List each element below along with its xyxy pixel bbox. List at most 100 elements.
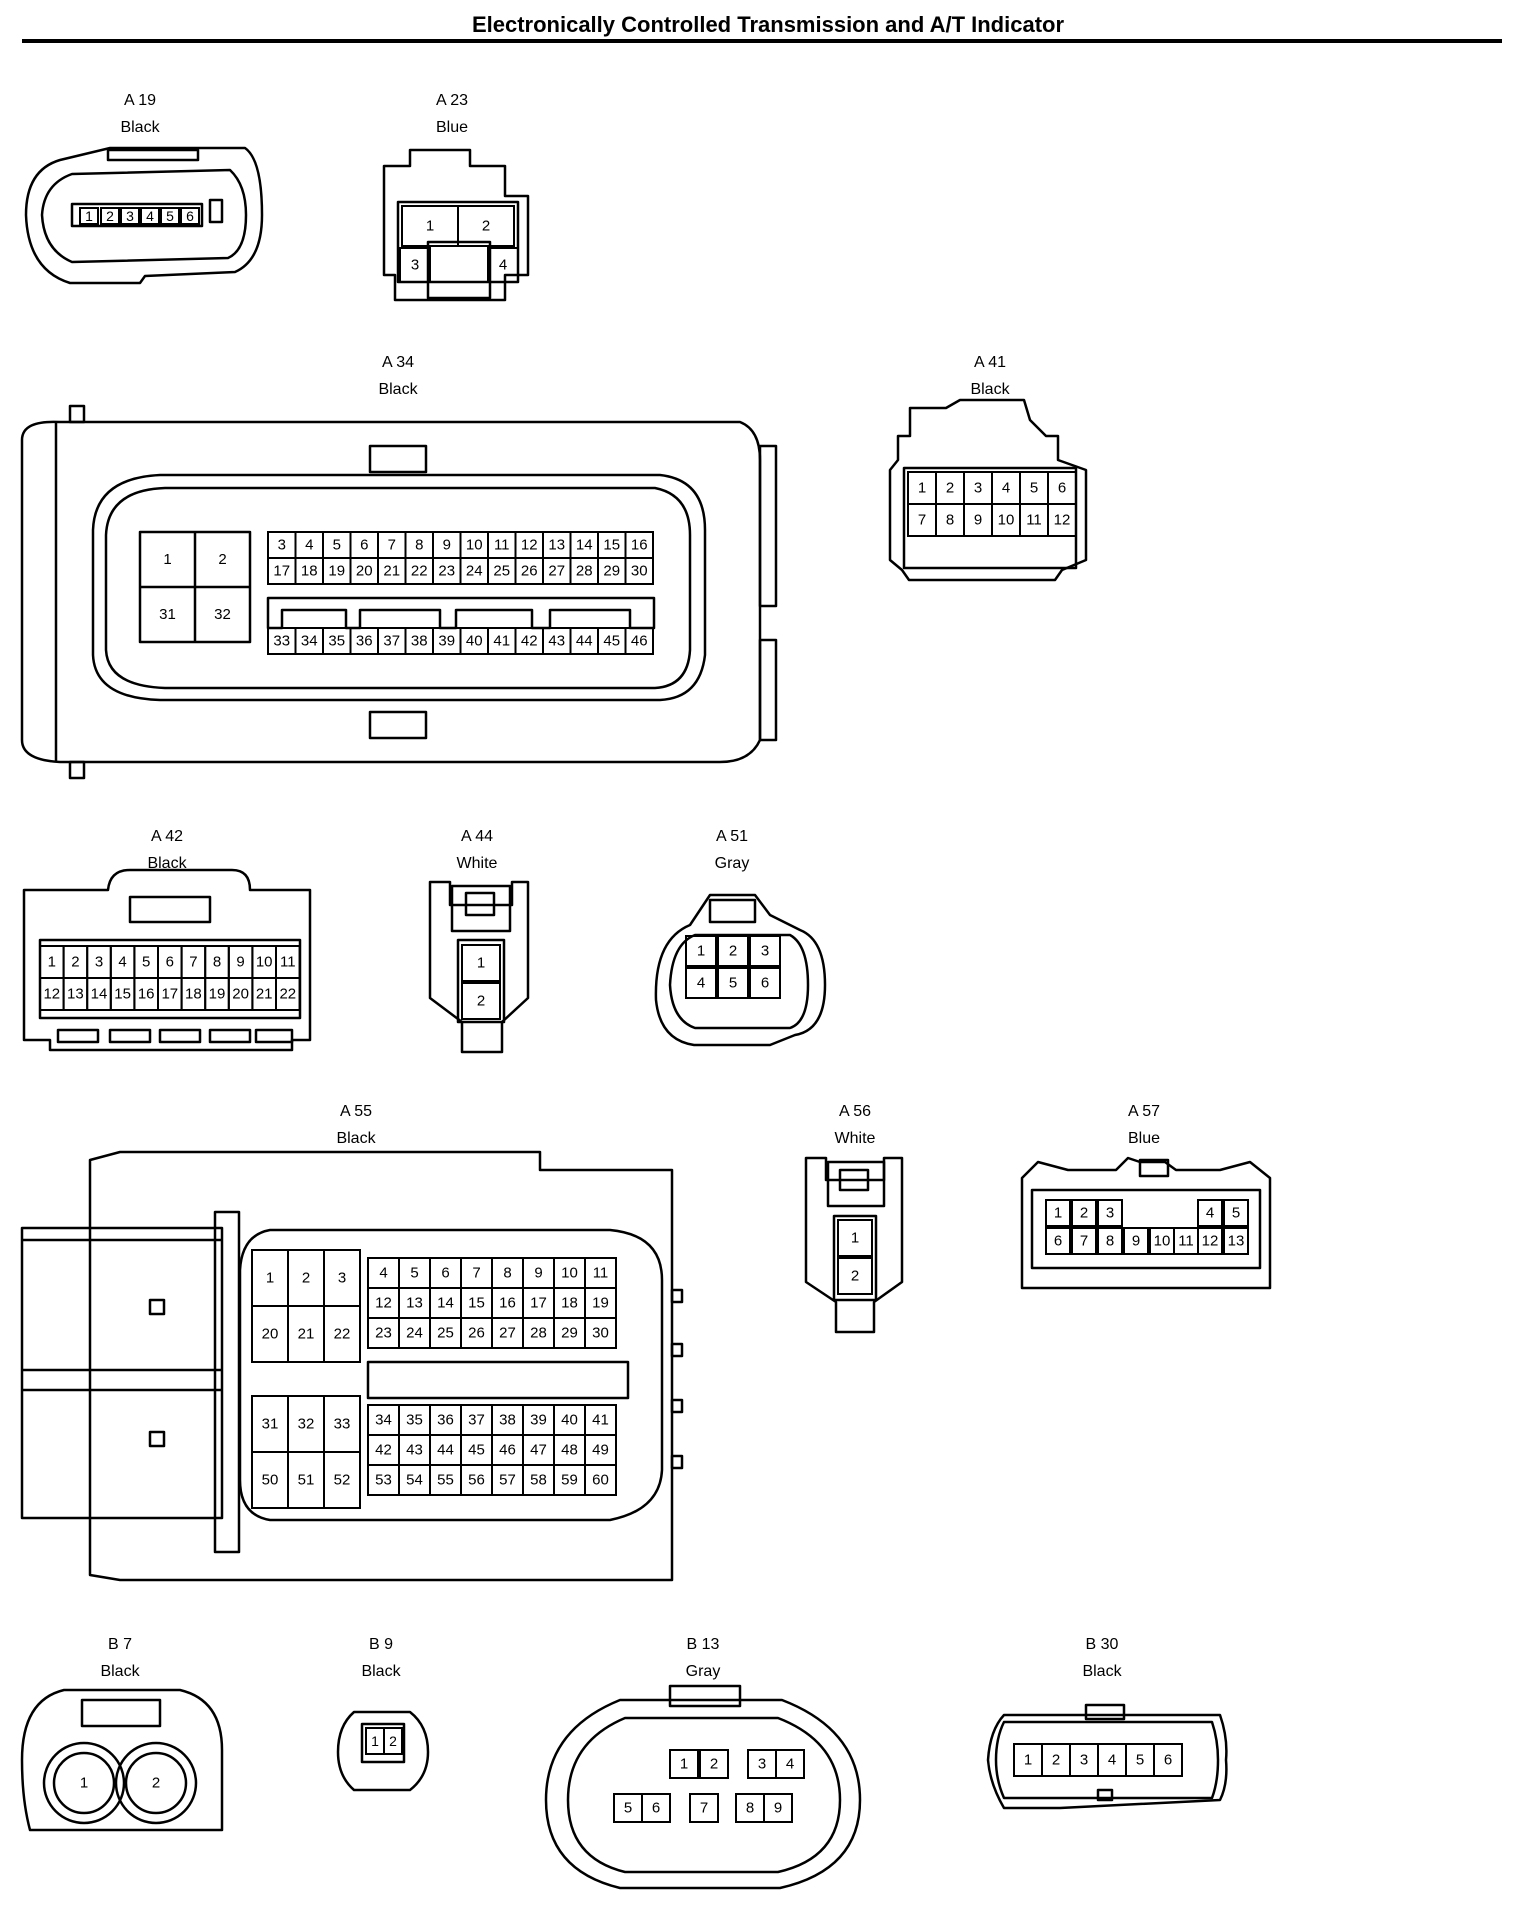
connector-a57-housing bbox=[1020, 1156, 1272, 1290]
pin-label-a34: 10 bbox=[466, 537, 483, 554]
pin-label-a51: 2 bbox=[729, 943, 737, 960]
pin-cell-a19 bbox=[160, 207, 180, 225]
pin-label-a42: 9 bbox=[236, 954, 244, 971]
pin-cell-b13 bbox=[641, 1793, 671, 1823]
pin-label-a55: 37 bbox=[468, 1412, 485, 1429]
pin-cell-a57 bbox=[1197, 1227, 1223, 1255]
pin-label-a57: 12 bbox=[1202, 1233, 1219, 1250]
pin-label-a55: 26 bbox=[468, 1325, 485, 1342]
pin-label-a55: 12 bbox=[375, 1295, 392, 1312]
pin-cell-a57 bbox=[1197, 1199, 1223, 1227]
pin-label-a55: 13 bbox=[406, 1295, 423, 1312]
pin-label-a55: 51 bbox=[298, 1472, 315, 1489]
pin-label-a23: 4 bbox=[499, 257, 507, 274]
pin-cell-a51 bbox=[685, 967, 717, 999]
pin-cell-a19 bbox=[180, 207, 200, 225]
pin-label-a51: 4 bbox=[697, 975, 705, 992]
pin-label-a19: 5 bbox=[166, 208, 174, 224]
connector-b9-housing bbox=[336, 1710, 430, 1792]
title-rule bbox=[22, 39, 1502, 43]
pin-label-a51: 6 bbox=[761, 975, 769, 992]
pin-label-a55: 55 bbox=[437, 1472, 454, 1489]
pin-label-a55: 17 bbox=[530, 1295, 547, 1312]
pin-cell-a57 bbox=[1223, 1227, 1249, 1255]
pin-label-a55: 32 bbox=[298, 1416, 315, 1433]
connector-a23-housing bbox=[382, 148, 530, 302]
pin-label-a51: 3 bbox=[761, 943, 769, 960]
pin-label-a41: 2 bbox=[946, 480, 954, 497]
pin-label-a34: 4 bbox=[305, 537, 313, 554]
pin-label-a34: 22 bbox=[411, 563, 428, 580]
pin-cell-b30 bbox=[1153, 1743, 1183, 1777]
pin-label-a34: 1 bbox=[163, 551, 171, 568]
pin-label-a34: 33 bbox=[273, 633, 290, 650]
pin-label-a55: 11 bbox=[593, 1265, 609, 1282]
pin-label-a19: 6 bbox=[186, 208, 194, 224]
pin-label-a55: 50 bbox=[262, 1472, 279, 1489]
pin-cell-b9 bbox=[383, 1727, 403, 1755]
pin-label-a34: 31 bbox=[159, 606, 176, 623]
connector-b30-housing bbox=[986, 1703, 1228, 1810]
pin-cell-a51 bbox=[717, 935, 749, 967]
pin-label-a34: 41 bbox=[493, 633, 510, 650]
pin-label-a55: 14 bbox=[437, 1295, 454, 1312]
pin-label-a42: 16 bbox=[138, 986, 155, 1003]
pin-label-a57: 13 bbox=[1228, 1233, 1245, 1250]
pin-label-a42: 10 bbox=[256, 954, 273, 971]
pin-label-a55: 39 bbox=[530, 1412, 547, 1429]
pin-label-a42: 3 bbox=[95, 954, 103, 971]
pin-label-a42: 6 bbox=[166, 954, 174, 971]
connector-id-a19: A 19 bbox=[123, 92, 157, 109]
pin-label-a55: 57 bbox=[499, 1472, 516, 1489]
pin-label-a55: 56 bbox=[468, 1472, 485, 1489]
connector-id-b9: B 9 bbox=[368, 1636, 393, 1653]
pin-cell-a44 bbox=[461, 944, 501, 982]
pin-label-a55: 40 bbox=[561, 1412, 578, 1429]
pin-label-a55: 34 bbox=[375, 1412, 392, 1429]
pin-label-a57: 8 bbox=[1106, 1233, 1114, 1250]
pin-label-a55: 60 bbox=[592, 1472, 609, 1489]
pin-label-a55: 43 bbox=[406, 1442, 423, 1459]
pin-label-a42: 18 bbox=[185, 986, 202, 1003]
pin-label-a42: 21 bbox=[256, 986, 273, 1003]
pin-label-a55: 38 bbox=[499, 1412, 516, 1429]
pin-label-b7: 2 bbox=[152, 1775, 160, 1792]
pin-cell-a41 bbox=[1047, 503, 1077, 537]
pin-label-a34: 2 bbox=[218, 551, 226, 568]
pin-cell-a51 bbox=[749, 967, 781, 999]
pin-cell-a51 bbox=[717, 967, 749, 999]
pin-label-a42: 13 bbox=[67, 986, 84, 1003]
pin-cell-a57 bbox=[1223, 1199, 1249, 1227]
pin-label-a34: 38 bbox=[411, 633, 428, 650]
pin-label-a42: 15 bbox=[114, 986, 131, 1003]
pin-label-a55: 35 bbox=[406, 1412, 423, 1429]
pin-label-a55: 44 bbox=[437, 1442, 454, 1459]
connector-id-a51: A 51 bbox=[715, 828, 749, 845]
pin-label-a55: 53 bbox=[375, 1472, 392, 1489]
page-title: Electronically Controlled Transmission a… bbox=[471, 12, 1065, 37]
connector-id-b13: B 13 bbox=[686, 1636, 720, 1653]
pin-label-a55: 33 bbox=[334, 1416, 351, 1433]
connector-a44-housing bbox=[428, 880, 530, 1054]
connector-id-b7: B 7 bbox=[107, 1636, 132, 1653]
pin-label-a34: 25 bbox=[493, 563, 510, 580]
connector-color-b7: Black bbox=[100, 1663, 140, 1680]
pin-cell-a23 bbox=[457, 205, 515, 247]
pin-label-b13: 1 bbox=[680, 1756, 688, 1773]
pin-cell-a34 bbox=[624, 627, 654, 655]
pin-cell-b13 bbox=[689, 1793, 719, 1823]
pin-label-a42: 20 bbox=[232, 986, 249, 1003]
pin-label-a42: 5 bbox=[142, 954, 150, 971]
pin-label-b30: 5 bbox=[1136, 1752, 1144, 1769]
pin-label-a41: 10 bbox=[998, 512, 1015, 529]
pin-label-a55: 4 bbox=[379, 1265, 387, 1282]
pin-label-a57: 11 bbox=[1178, 1233, 1194, 1250]
pin-label-a41: 4 bbox=[1002, 480, 1010, 497]
pin-label-a19: 1 bbox=[85, 208, 93, 224]
connector-b13-housing bbox=[544, 1684, 862, 1890]
pin-label-a42: 22 bbox=[279, 986, 296, 1003]
pin-cell-a56 bbox=[837, 1219, 873, 1257]
pin-label-a34: 23 bbox=[438, 563, 455, 580]
pin-label-b13: 6 bbox=[652, 1800, 660, 1817]
